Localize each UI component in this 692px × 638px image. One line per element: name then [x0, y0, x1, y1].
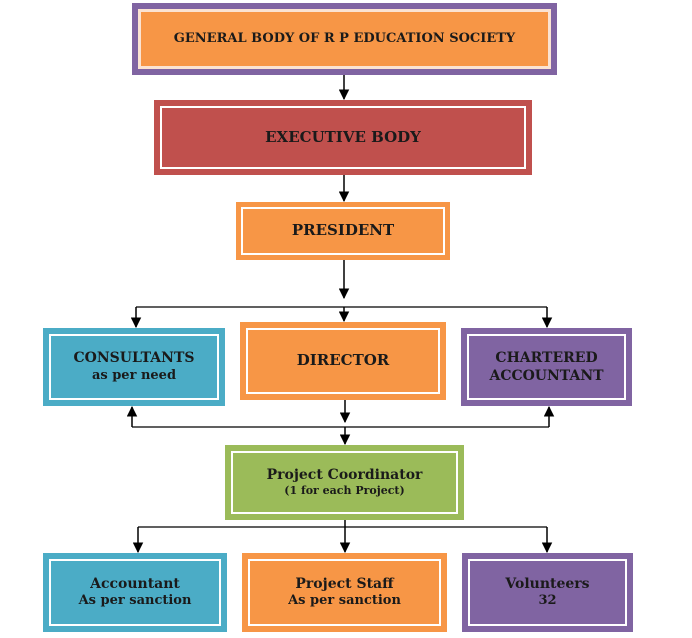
node-accountant: Accountant As per sanction [43, 553, 227, 632]
chartered-accountant-label: CHARTERED [495, 349, 598, 366]
project-coordinator-sub: (1 for each Project) [284, 484, 405, 498]
project-staff-sub: As per sanction [288, 593, 401, 609]
node-director: DIRECTOR [240, 322, 446, 400]
project-coordinator-label: Project Coordinator [266, 467, 423, 484]
volunteers-sub: 32 [538, 593, 557, 609]
president-label: PRESIDENT [291, 221, 395, 240]
accountant-sub: As per sanction [78, 593, 192, 609]
node-consultants: CONSULTANTS as per need [43, 328, 225, 406]
node-president: PRESIDENT [236, 202, 450, 260]
node-chartered-accountant: CHARTERED ACCOUNTANT [461, 328, 632, 406]
accountant-label: Accountant [90, 575, 180, 592]
node-project-coordinator: Project Coordinator (1 for each Project) [225, 445, 464, 520]
project-staff-label: Project Staff [295, 575, 394, 592]
node-general-body: GENERAL BODY OF R P EDUCATION SOCIETY [132, 3, 557, 75]
director-label: DIRECTOR [296, 351, 390, 370]
node-executive-body: EXECUTIVE BODY [154, 100, 532, 175]
node-project-staff: Project Staff As per sanction [242, 553, 447, 632]
executive-body-label: EXECUTIVE BODY [265, 127, 421, 146]
volunteers-label: Volunteers [505, 575, 590, 592]
consultants-label: CONSULTANTS [73, 350, 195, 367]
general-body-label: GENERAL BODY OF R P EDUCATION SOCIETY [173, 30, 516, 46]
chartered-accountant-sub: ACCOUNTANT [489, 368, 604, 384]
consultants-sub: as per need [91, 367, 177, 383]
node-volunteers: Volunteers 32 [462, 553, 633, 632]
